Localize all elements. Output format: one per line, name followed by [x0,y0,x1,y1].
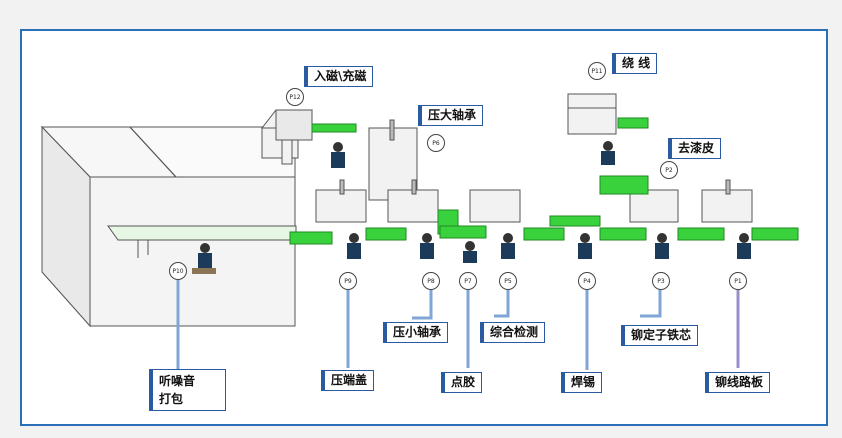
packing-box [40,125,296,328]
label-press-small-bearing: 压小轴承 [383,322,449,343]
label-noise-line2: 打包 [159,392,184,406]
label-winding: 绕 线 [612,53,658,74]
station-p4: P4 [578,272,596,290]
station-p6-top: P6 [427,134,445,152]
label-press-big-bearing: 压大轴承 [418,105,484,126]
press-machines [315,119,753,223]
station-p7: P7 [459,272,477,290]
worker-p10 [192,243,216,274]
station-p2: P2 [660,161,678,179]
label-magnetize: 入磁\充磁 [304,66,374,87]
station-p3: P3 [652,272,670,290]
label-noise-line1: 听噪音 [159,374,196,388]
station-p9: P9 [339,272,357,290]
winding-conveyor [617,117,649,129]
arrows [176,280,662,370]
station-p8: P8 [422,272,440,290]
workers [347,141,751,263]
worker-magnet [331,142,345,168]
label-soldering: 焊锡 [561,372,603,393]
station-p5: P5 [499,272,517,290]
label-dispense-glue: 点胶 [441,372,483,393]
station-p12: P12 [286,88,304,106]
station-p1: P1 [729,272,747,290]
magnet-machine [260,109,314,165]
magnet-conveyor [311,123,357,133]
label-strip-paint: 去漆皮 [668,138,722,159]
label-press-end-cover: 压端盖 [321,370,375,391]
station-p10: P10 [169,262,187,280]
winding-machine [567,93,617,135]
station-p11: P11 [588,62,606,80]
main-conveyor [289,175,799,245]
label-comprehensive-test: 综合检测 [480,322,546,343]
label-rivet-stator-core: 铆定子铁芯 [621,325,699,346]
label-noise-packing: 听噪音 打包 [149,369,226,411]
label-rivet-circuit-board: 铆线路板 [705,372,771,393]
